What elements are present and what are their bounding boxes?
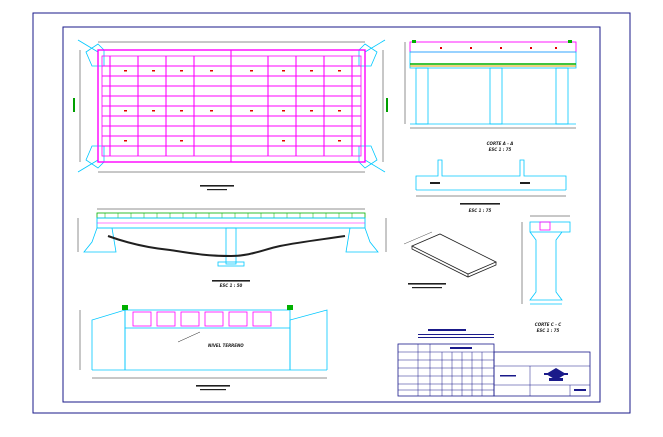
sheet-inner-border bbox=[62, 26, 601, 403]
ground-level-label: NIVEL TERRENO bbox=[208, 343, 244, 348]
section-c-c: CORTE C - C ESC 1 : 75 bbox=[521, 215, 571, 333]
plan-view bbox=[73, 39, 388, 191]
elevation-view: ESC 1 : 50 bbox=[77, 208, 387, 288]
elevation-scale-label: ESC 1 : 50 bbox=[220, 283, 243, 288]
slab-isometric bbox=[403, 231, 497, 289]
section-cc-scale: ESC 1 : 75 bbox=[537, 328, 560, 333]
materials-table bbox=[397, 329, 495, 397]
sheet-outer-border bbox=[32, 12, 631, 414]
title-block bbox=[493, 351, 591, 397]
title-block-logo bbox=[544, 368, 568, 381]
section-aa-scale: ESC 1 : 75 bbox=[489, 147, 512, 152]
section-b-b: ESC 1 : 75 bbox=[415, 159, 567, 213]
section-aa-title: CORTE A - A bbox=[487, 141, 514, 146]
abutment-elevation: NIVEL TERRENO bbox=[79, 305, 328, 391]
section-a-a: CORTE A - A ESC 1 : 75 bbox=[404, 40, 577, 152]
section-cc-title: CORTE C - C bbox=[535, 322, 561, 327]
section-bb-scale: ESC 1 : 75 bbox=[469, 208, 492, 213]
